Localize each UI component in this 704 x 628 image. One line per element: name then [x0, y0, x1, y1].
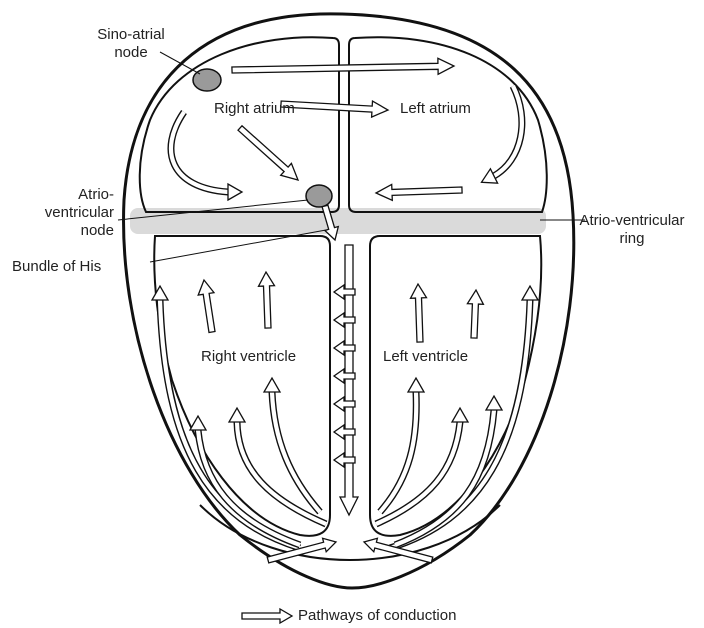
conduction-arrows	[152, 58, 538, 563]
arrow-right-atrium-curve	[171, 112, 242, 200]
arrow-rv-up-2	[259, 272, 275, 328]
right-atrium-label: Right atrium	[214, 100, 295, 118]
arrow-lv-up-2	[467, 290, 483, 338]
arrow-lv-up-1	[411, 284, 427, 342]
atrio-ventricular-ring-label: Atrio-ventricular ring	[563, 212, 701, 248]
arrow-right-to-left-atrium	[281, 101, 388, 117]
arrow-left-atrium-lower	[376, 184, 462, 200]
right-atrium-chamber	[140, 37, 339, 212]
bundle-of-his-leader	[150, 230, 326, 262]
sino-atrial-node-label: Sino-atrial node	[76, 26, 186, 62]
left-ventricle-label: Left ventricle	[383, 348, 468, 366]
arrow-left-atrium-curve	[482, 86, 522, 183]
atrio-ventricular-node-label: Atrio- ventricular node	[10, 186, 114, 240]
arrow-sa-to-left-atrium-top	[232, 58, 454, 74]
left-atrium-label: Left atrium	[400, 100, 471, 118]
bundle-of-his-label: Bundle of His	[12, 258, 101, 276]
arrow-rv-up-1	[198, 280, 215, 333]
arrow-lv-inner-2	[380, 378, 424, 512]
legend-arrow	[242, 609, 292, 623]
legend-text: Pathways of conduction	[298, 607, 456, 625]
atrio-ventricular-node	[306, 185, 332, 207]
arrow-sa-to-av-node	[238, 126, 298, 180]
legend-arrow-shape	[242, 609, 292, 623]
right-ventricle-label: Right ventricle	[201, 348, 296, 366]
